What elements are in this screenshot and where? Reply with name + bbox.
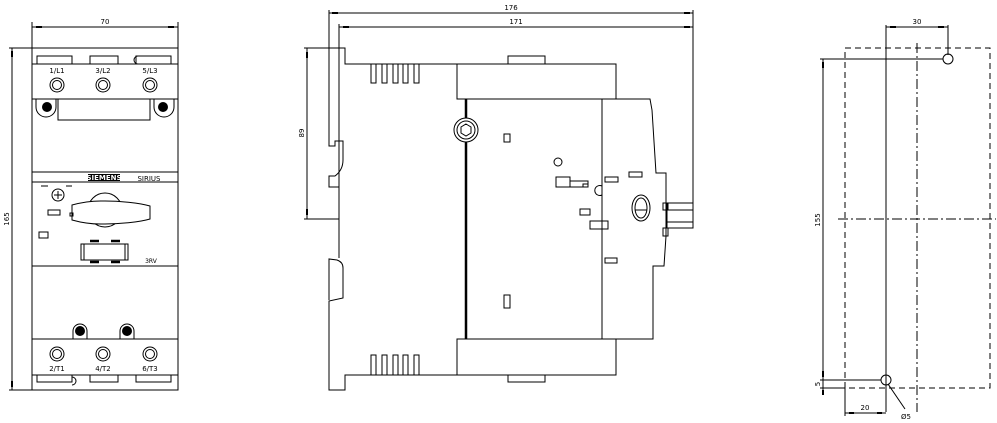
mounting-view: 30 155 5 20 Ø5 bbox=[814, 18, 996, 421]
terminal-label-3: 3/L2 bbox=[95, 67, 110, 75]
vent-slots bbox=[370, 63, 420, 376]
siemens-logo bbox=[88, 174, 120, 181]
rotary-knob bbox=[69, 192, 151, 228]
vertical-spacing-label: 155 bbox=[814, 213, 822, 226]
terminal-screw-icon bbox=[49, 346, 158, 362]
terminal-label-5: 5/L3 bbox=[142, 67, 157, 75]
edge-offset-label: 5 bbox=[814, 382, 822, 386]
sirius-label: SIRIUS bbox=[137, 175, 161, 183]
side-terminal bbox=[662, 202, 694, 237]
front-view: 70 165 1/L1 3/L2 5/L3 SIEMENS SIRIUS bbox=[3, 18, 179, 391]
mounting-screw-icon bbox=[35, 99, 175, 118]
width-dimension: 70 bbox=[31, 18, 179, 48]
terminal-screw-icon bbox=[49, 77, 158, 93]
height-dimension-label: 165 bbox=[3, 212, 11, 225]
left-offset-label: 20 bbox=[861, 404, 870, 412]
rail-height-label: 89 bbox=[298, 129, 306, 138]
terminal-label-1: 1/L1 bbox=[49, 67, 64, 75]
model-label: 3RV bbox=[145, 258, 158, 265]
side-body-outline bbox=[328, 47, 667, 391]
height-dimension: 165 bbox=[3, 47, 32, 391]
side-knob-icon bbox=[631, 194, 651, 222]
hole-diameter-label: Ø5 bbox=[901, 413, 911, 421]
mounting-hole-icon bbox=[942, 53, 954, 65]
terminal-label-6: 6/T3 bbox=[142, 365, 158, 373]
adjust-screw-icon bbox=[51, 188, 65, 202]
body-depth-label: 171 bbox=[509, 18, 522, 26]
depth-dimensions: 176 171 89 bbox=[298, 4, 694, 230]
terminal-label-2: 2/T1 bbox=[49, 365, 65, 373]
width-dimension-label: 70 bbox=[101, 18, 110, 26]
brand-label: SIEMENS bbox=[86, 174, 121, 182]
hex-screw-icon bbox=[453, 117, 479, 143]
breaker-body bbox=[31, 47, 179, 391]
mounting-screw-icon bbox=[72, 323, 135, 339]
side-view: 176 171 89 bbox=[298, 4, 694, 391]
terminal-label-4: 4/T2 bbox=[95, 365, 111, 373]
overall-depth-label: 176 bbox=[504, 4, 518, 12]
horizontal-spacing-label: 30 bbox=[913, 18, 922, 26]
